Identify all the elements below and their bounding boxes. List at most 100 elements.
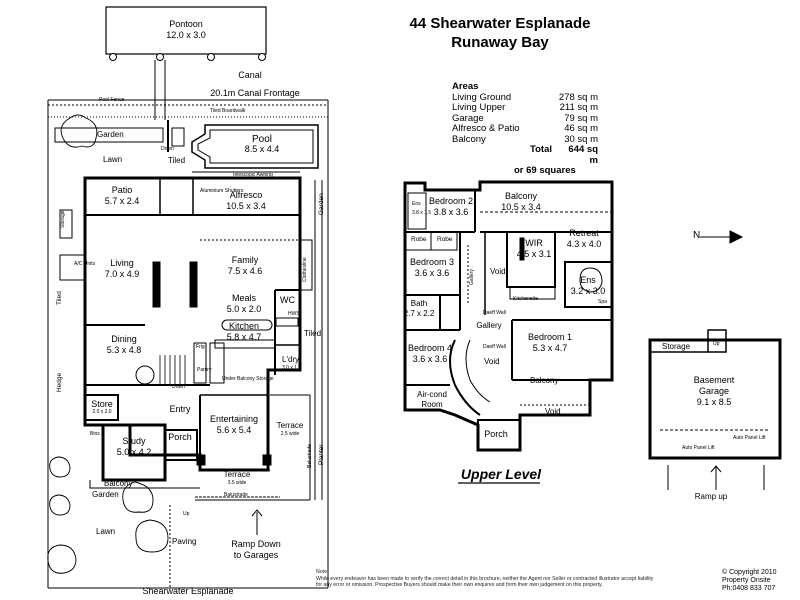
family-name: Family: [231, 255, 259, 265]
bedroom4-dims: 3.6 x 3.6: [412, 354, 448, 364]
area-label: Alfresco & Patio: [452, 123, 520, 134]
storage-label: Storage: [60, 210, 66, 228]
ramp-line1: Ramp Down: [231, 539, 281, 549]
area-total-value: 644 sq m: [568, 144, 598, 166]
pontoon-dims: 12.0 x 3.0: [166, 30, 206, 40]
copyright-block: © Copyright 2010 Property Onsite Ph:0408…: [722, 569, 777, 593]
lndry-name: L'dry: [282, 355, 300, 364]
area-label: Balcony: [452, 133, 486, 145]
study-dims: 5.0 x 4.2: [116, 447, 152, 457]
bedroom4-name: Bedroom 4: [407, 343, 453, 353]
balcony-ground-label: Balcony: [104, 479, 133, 488]
property-suburb: Runaway Bay: [451, 34, 549, 51]
entry-label: Entry: [169, 404, 191, 414]
basement-name: Basement: [693, 375, 735, 385]
upper-level-title: Upper Level: [460, 466, 542, 482]
under-balcony-storage-label: Under Balcony Storage: [222, 376, 274, 382]
area-value: 46 sq m: [564, 123, 598, 134]
study-name: Study: [122, 436, 146, 446]
bedroom1-dims: 5.3 x 4.7: [532, 343, 568, 353]
ens2-name: Ens: [580, 275, 596, 285]
bedroom3-dims: 3.6 x 3.6: [414, 268, 450, 278]
clothesline-label: Clothesline: [302, 257, 308, 282]
canal-label: Canal: [238, 70, 262, 80]
living-dims: 7.0 x 4.9: [104, 269, 140, 279]
pontoon-name: Pontoon: [169, 19, 203, 29]
areas-row: Living Upper 211 sq m: [452, 102, 598, 114]
meals-dims: 5.0 x 2.0: [226, 304, 262, 314]
wir-dims: 4.5 x 3.1: [516, 249, 552, 259]
dining-name: Dining: [111, 334, 137, 344]
property-address: 44 Shearwater Esplanade: [409, 15, 591, 32]
note-title: Note: [316, 569, 327, 575]
terrace2-dims: 3.5 wide: [227, 480, 247, 486]
auto-panel-lift-label-2: Auto Panel Lift: [733, 435, 766, 441]
lawn-lower-label: Lawn: [96, 527, 116, 536]
spa-label: Spa: [598, 299, 607, 305]
lawn-label: Lawn: [103, 155, 123, 164]
wc-label: WC: [280, 295, 295, 305]
pontoon-outline: [105, 6, 267, 55]
family-dims: 7.5 x 4.6: [227, 266, 263, 276]
kitchenette-label: Kitchenette: [513, 296, 539, 302]
daeff-wall-label: Daeff Wall: [483, 310, 506, 316]
kitchen-name: Kitchen: [228, 321, 260, 331]
areas-title: Areas: [452, 81, 479, 92]
bath-dims: 2.7 x 2.2: [403, 309, 435, 318]
areas-row: Living Ground 278 sq m: [452, 91, 598, 104]
porch-label: Porch: [168, 432, 192, 442]
daeff-wall-label-2: Daeff Wall: [483, 344, 506, 350]
disclaimer-note: Note While every endeavor has been made …: [316, 569, 653, 589]
tiled-label: Tiled: [168, 156, 186, 165]
areas-row: Alfresco & Patio 46 sq m: [452, 123, 598, 135]
pool-fence-label: Pool Fence: [99, 97, 125, 103]
basement-outline: [648, 338, 782, 460]
note-line2: for any error or omission. Prospective B…: [316, 582, 603, 588]
tiled-boardwalk-label: Tiled Boardwalk: [210, 108, 246, 114]
bedroom3-name: Bedroom 3: [409, 257, 455, 267]
area-label: Garage: [452, 112, 484, 124]
fridge-label: Frig: [196, 344, 205, 350]
bedroom1-name: Bedroom 1: [527, 332, 573, 342]
area-value: 278 sq m: [558, 91, 598, 103]
meals-name: Meals: [231, 293, 257, 303]
ens-dims: 3.8 x 1.5: [412, 210, 432, 216]
paving-label: Paving: [172, 537, 197, 546]
tiled-left-label: Tiled: [56, 291, 63, 305]
alfresco-dims: 10.5 x 3.4: [226, 201, 266, 211]
pantry-label: Pantry: [197, 367, 212, 373]
balcony-name: Balcony: [504, 191, 538, 201]
area-value: 211 sq m: [559, 102, 598, 113]
balustrade-right-label: Balustrade: [307, 444, 313, 468]
up-label: Up: [183, 511, 190, 517]
tiled-side-label: Tiled: [304, 329, 322, 338]
wir-name: WIR: [525, 238, 543, 248]
terrace-name: Terrace: [276, 421, 304, 430]
terrace2-name: Terrace: [223, 470, 251, 479]
aircond-line1: Air-cond: [417, 390, 447, 399]
copyright-line2: Property Onsite: [722, 577, 771, 584]
basement-dims: 9.1 x 8.5: [696, 397, 732, 407]
void-label-3: Void: [545, 407, 561, 416]
kitchen-dims: 5.8 x 4.7: [226, 332, 262, 342]
void-label-1: Void: [490, 267, 506, 276]
area-label: Living Ground: [452, 91, 512, 103]
entertaining-dims: 5.6 x 5.4: [216, 425, 252, 435]
basement-up-label: Up: [713, 341, 720, 347]
ens-name: Ens: [412, 201, 421, 207]
store-name: Store: [91, 399, 113, 409]
down-label: Down: [161, 146, 174, 152]
gallery-label: Gallery: [476, 321, 502, 330]
garden-lower-label: Garden: [92, 490, 119, 499]
robe-label-1: Robe: [411, 236, 427, 243]
ramp-line2: to Garages: [233, 550, 279, 560]
hedge-label: Hedge: [56, 372, 63, 392]
garden-label: Garden: [97, 130, 124, 139]
porch-upper-label: Porch: [484, 429, 508, 439]
area-label: Living Upper: [452, 102, 506, 113]
lndry-dims: 3.0 x 1.9: [282, 365, 302, 371]
patio-name: Patio: [111, 185, 133, 195]
living-name: Living: [110, 258, 134, 268]
